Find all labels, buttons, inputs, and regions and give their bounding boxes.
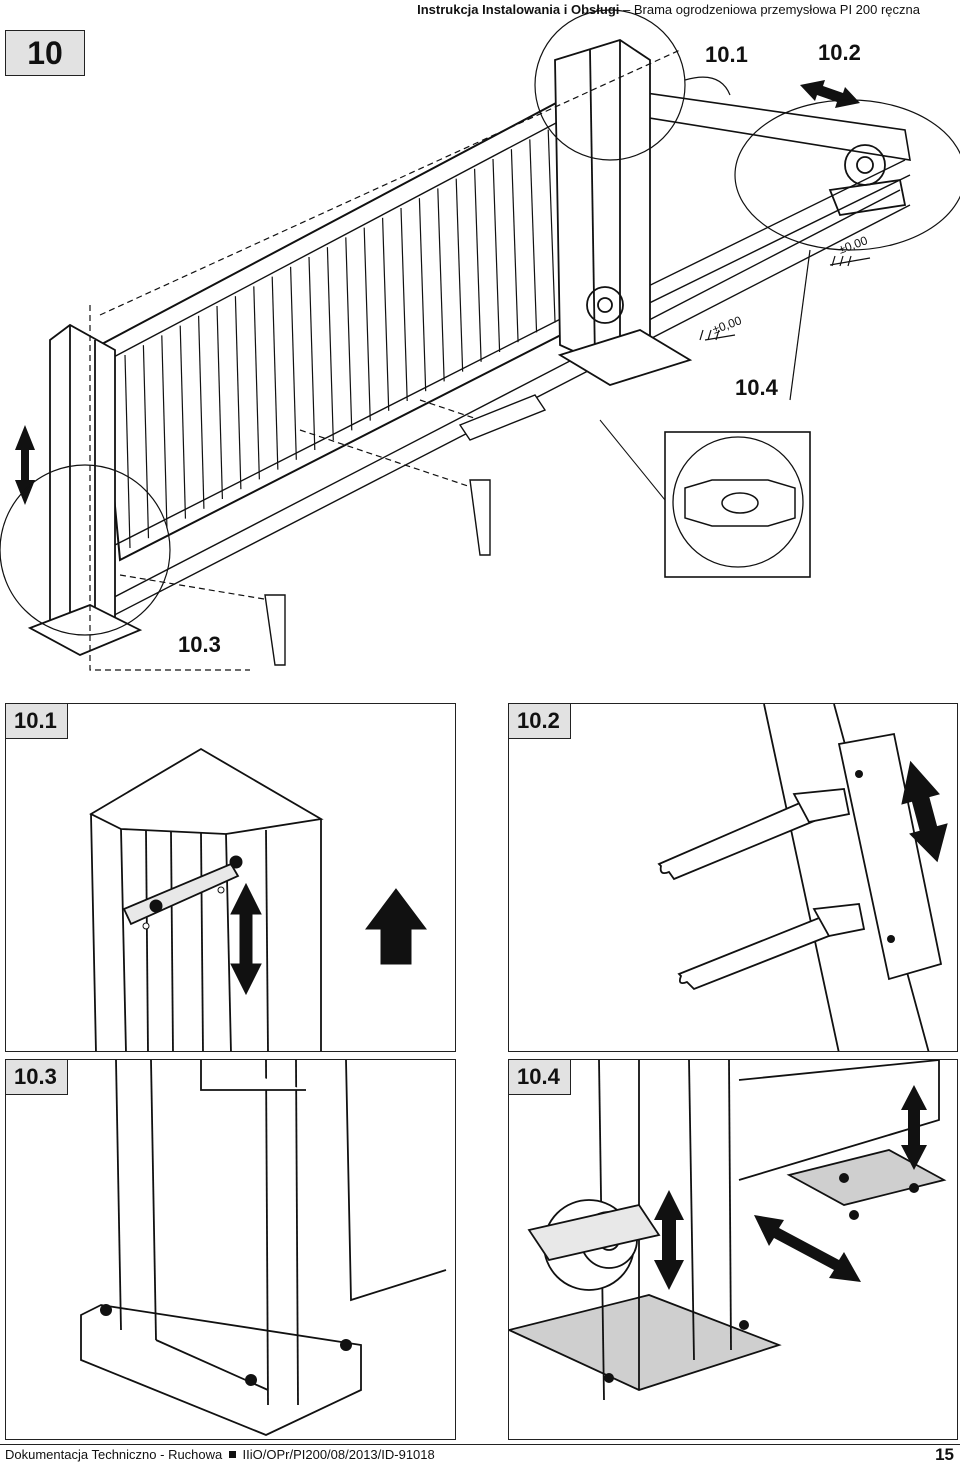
gate-bar bbox=[216, 305, 223, 500]
page-number: 15 bbox=[935, 1445, 954, 1464]
gate-bar bbox=[363, 227, 371, 421]
panel-label: 10.2 bbox=[509, 704, 571, 739]
footer-divider bbox=[0, 1444, 960, 1445]
callout-10-4: 10.4 bbox=[735, 375, 778, 400]
gate-bar bbox=[437, 188, 445, 382]
header-title-bold: Instrukcja Instalowania i Obsługi bbox=[417, 2, 620, 17]
gate-bar bbox=[271, 276, 279, 470]
post-top-bracket-illustration bbox=[89, 747, 427, 1051]
detail-panel-10-2: 10.2 bbox=[508, 703, 958, 1052]
panel-label: 10.4 bbox=[509, 1060, 571, 1095]
post-base-illustration bbox=[80, 1060, 447, 1436]
footer-document-info: Dokumentacja Techniczno - Ruchowa IIiO/O… bbox=[5, 1447, 435, 1462]
gate-overview-illustration bbox=[0, 9, 960, 671]
detail-panel-10-3: 10.3 bbox=[5, 1059, 456, 1440]
gate-bar bbox=[161, 335, 168, 529]
document-header: Instrukcja Instalowania i Obsługi – Bram… bbox=[417, 2, 920, 17]
gate-bar bbox=[382, 217, 390, 411]
gate-bar bbox=[529, 139, 538, 333]
gate-bar bbox=[492, 158, 501, 353]
gate-bar bbox=[290, 266, 297, 460]
callout-10-1: 10.1 bbox=[705, 42, 748, 67]
gate-bar bbox=[418, 198, 427, 392]
gate-bar bbox=[455, 178, 464, 372]
detail-panel-10-1: 10.1 bbox=[5, 703, 456, 1052]
carriage-base-illustration bbox=[509, 1060, 947, 1401]
callout-10-3: 10.3 bbox=[178, 632, 221, 657]
gate-bar bbox=[198, 315, 205, 509]
gate-bar bbox=[308, 256, 316, 451]
gate-bar bbox=[345, 237, 353, 431]
guide-roller-arms-illustration bbox=[657, 704, 948, 1051]
step-number-badge: 10 bbox=[5, 30, 85, 76]
gate-bar bbox=[326, 247, 334, 441]
footer-doc-type: Dokumentacja Techniczno - Ruchowa bbox=[5, 1447, 223, 1462]
gate-bar bbox=[400, 207, 408, 402]
gate-bar bbox=[142, 345, 150, 539]
gate-bar bbox=[474, 168, 482, 362]
gate-bar bbox=[253, 286, 260, 480]
callout-10-2: 10.2 bbox=[818, 40, 861, 65]
gate-bar bbox=[234, 296, 242, 490]
gate-bar bbox=[124, 354, 131, 549]
panel-label: 10.1 bbox=[6, 704, 68, 739]
gate-bar bbox=[547, 129, 556, 323]
gate-bar bbox=[179, 325, 187, 519]
detail-panel-10-4: 10.4 bbox=[508, 1059, 958, 1440]
footer-doc-id: IIiO/OPr/PI200/08/2013/ID-91018 bbox=[242, 1447, 435, 1462]
footer-separator-icon bbox=[228, 1451, 236, 1458]
gate-bar bbox=[510, 149, 519, 343]
header-title-rest: – Brama ogrodzeniowa przemysłowa PI 200 … bbox=[623, 2, 920, 17]
panel-label: 10.3 bbox=[6, 1060, 68, 1095]
